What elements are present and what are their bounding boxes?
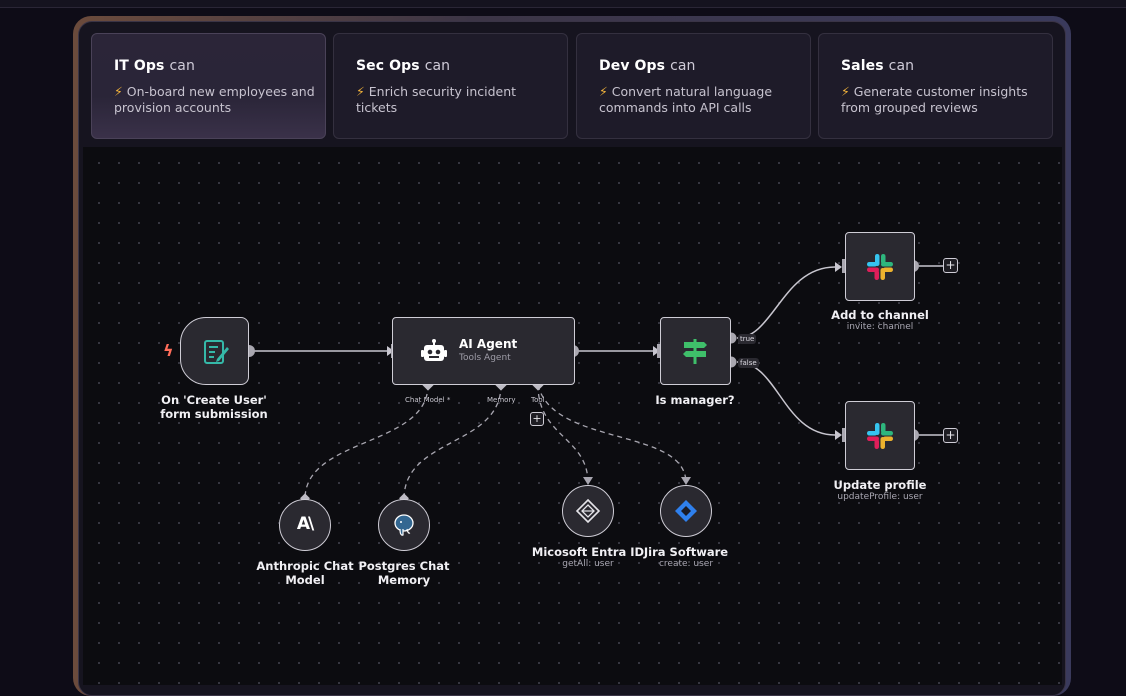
card-description: ⚡Enrich security incident tickets xyxy=(356,84,517,115)
postgres-icon xyxy=(394,514,414,536)
edge-arrow xyxy=(387,346,394,356)
true-branch-label: true xyxy=(738,334,757,344)
chat-model-port-label: Chat Model * xyxy=(405,396,451,404)
slack-add-node[interactable] xyxy=(845,232,915,301)
robot-icon xyxy=(421,339,447,361)
card-title: Dev Ops can xyxy=(599,58,696,74)
lightning-icon: ⚡ xyxy=(356,84,365,99)
trigger-bolt-icon: ϟ xyxy=(163,341,174,360)
edge-tool-entra xyxy=(537,384,589,484)
add-tool-button[interactable]: + xyxy=(530,412,544,426)
ai-agent-node[interactable]: AI Agent Tools Agent xyxy=(392,317,575,385)
card-description: ⚡Generate customer insights from grouped… xyxy=(841,84,1028,115)
slack-update-node[interactable] xyxy=(845,401,915,470)
slack-update-label: Update profile xyxy=(833,478,927,492)
jira-icon xyxy=(675,500,697,522)
entra-icon xyxy=(575,498,601,524)
edge-arrow xyxy=(835,430,842,440)
use-case-card-sales[interactable]: Sales can ⚡Generate customer insights fr… xyxy=(818,33,1053,139)
use-case-tabs: IT Ops can ⚡On-board new employees and p… xyxy=(91,33,1055,139)
trigger-label: On 'Create User' form submission xyxy=(160,393,268,421)
jira-label: Jira Software xyxy=(643,545,729,559)
lightning-icon: ⚡ xyxy=(841,84,850,99)
entra-node[interactable] xyxy=(562,485,614,537)
anthropic-icon: A\ xyxy=(296,514,314,534)
anthropic-node[interactable]: A\ xyxy=(279,499,331,551)
workflow-canvas[interactable]: ϟ On 'Create User' form submission AI Ag… xyxy=(83,147,1062,685)
entra-label: Micosoft Entra ID xyxy=(531,545,645,559)
add-node-after-slack-add-button[interactable]: + xyxy=(943,258,958,273)
trigger-node[interactable] xyxy=(180,317,249,385)
lightning-icon: ⚡ xyxy=(114,84,123,99)
edge-arrow xyxy=(583,477,593,485)
form-icon xyxy=(204,340,229,364)
jira-subtitle: create: user xyxy=(658,559,714,569)
slack-update-subtitle: updateProfile: user xyxy=(837,492,923,502)
memory-port-label: Memory xyxy=(487,396,516,404)
agent-title: AI Agent xyxy=(459,337,518,351)
lightning-icon: ⚡ xyxy=(599,84,608,99)
edge-arrow xyxy=(681,477,691,485)
input-port-slack-add xyxy=(842,259,847,273)
tool-port-label: Tool xyxy=(531,396,545,404)
edge-arrow xyxy=(835,262,842,272)
slack-add-subtitle: invite: channel xyxy=(846,322,914,332)
edge-memory xyxy=(403,384,502,500)
card-description: ⚡On-board new employees and provision ac… xyxy=(114,84,315,115)
false-branch-label: false xyxy=(738,358,759,368)
slack-icon xyxy=(867,254,893,280)
entra-subtitle: getAll: user xyxy=(562,559,614,569)
slack-icon xyxy=(867,423,893,449)
input-port-slack-update xyxy=(842,428,847,442)
use-case-card-it-ops[interactable]: IT Ops can ⚡On-board new employees and p… xyxy=(91,33,326,139)
signpost-icon xyxy=(683,339,707,364)
agent-subtitle: Tools Agent xyxy=(459,353,511,363)
use-case-card-dev-ops[interactable]: Dev Ops can ⚡Convert natural language co… xyxy=(576,33,811,139)
card-title: IT Ops can xyxy=(114,58,195,74)
card-description: ⚡Convert natural language commands into … xyxy=(599,84,773,115)
edge-tool-jira xyxy=(537,384,687,484)
top-bar xyxy=(0,0,1126,8)
edge-false-slack-update xyxy=(736,361,836,436)
edge-arrow xyxy=(653,346,660,356)
postgres-node[interactable] xyxy=(378,499,430,551)
add-node-after-slack-update-button[interactable]: + xyxy=(943,428,958,443)
jira-node[interactable] xyxy=(660,485,712,537)
card-title: Sec Ops can xyxy=(356,58,451,74)
use-case-card-sec-ops[interactable]: Sec Ops can ⚡Enrich security incident ti… xyxy=(333,33,568,139)
condition-label: Is manager? xyxy=(655,393,735,407)
slack-add-label: Add to channel xyxy=(831,308,929,322)
condition-node[interactable] xyxy=(660,317,731,385)
card-title: Sales can xyxy=(841,58,915,74)
edge-chat-model xyxy=(304,384,429,500)
input-port-condition xyxy=(657,344,662,358)
